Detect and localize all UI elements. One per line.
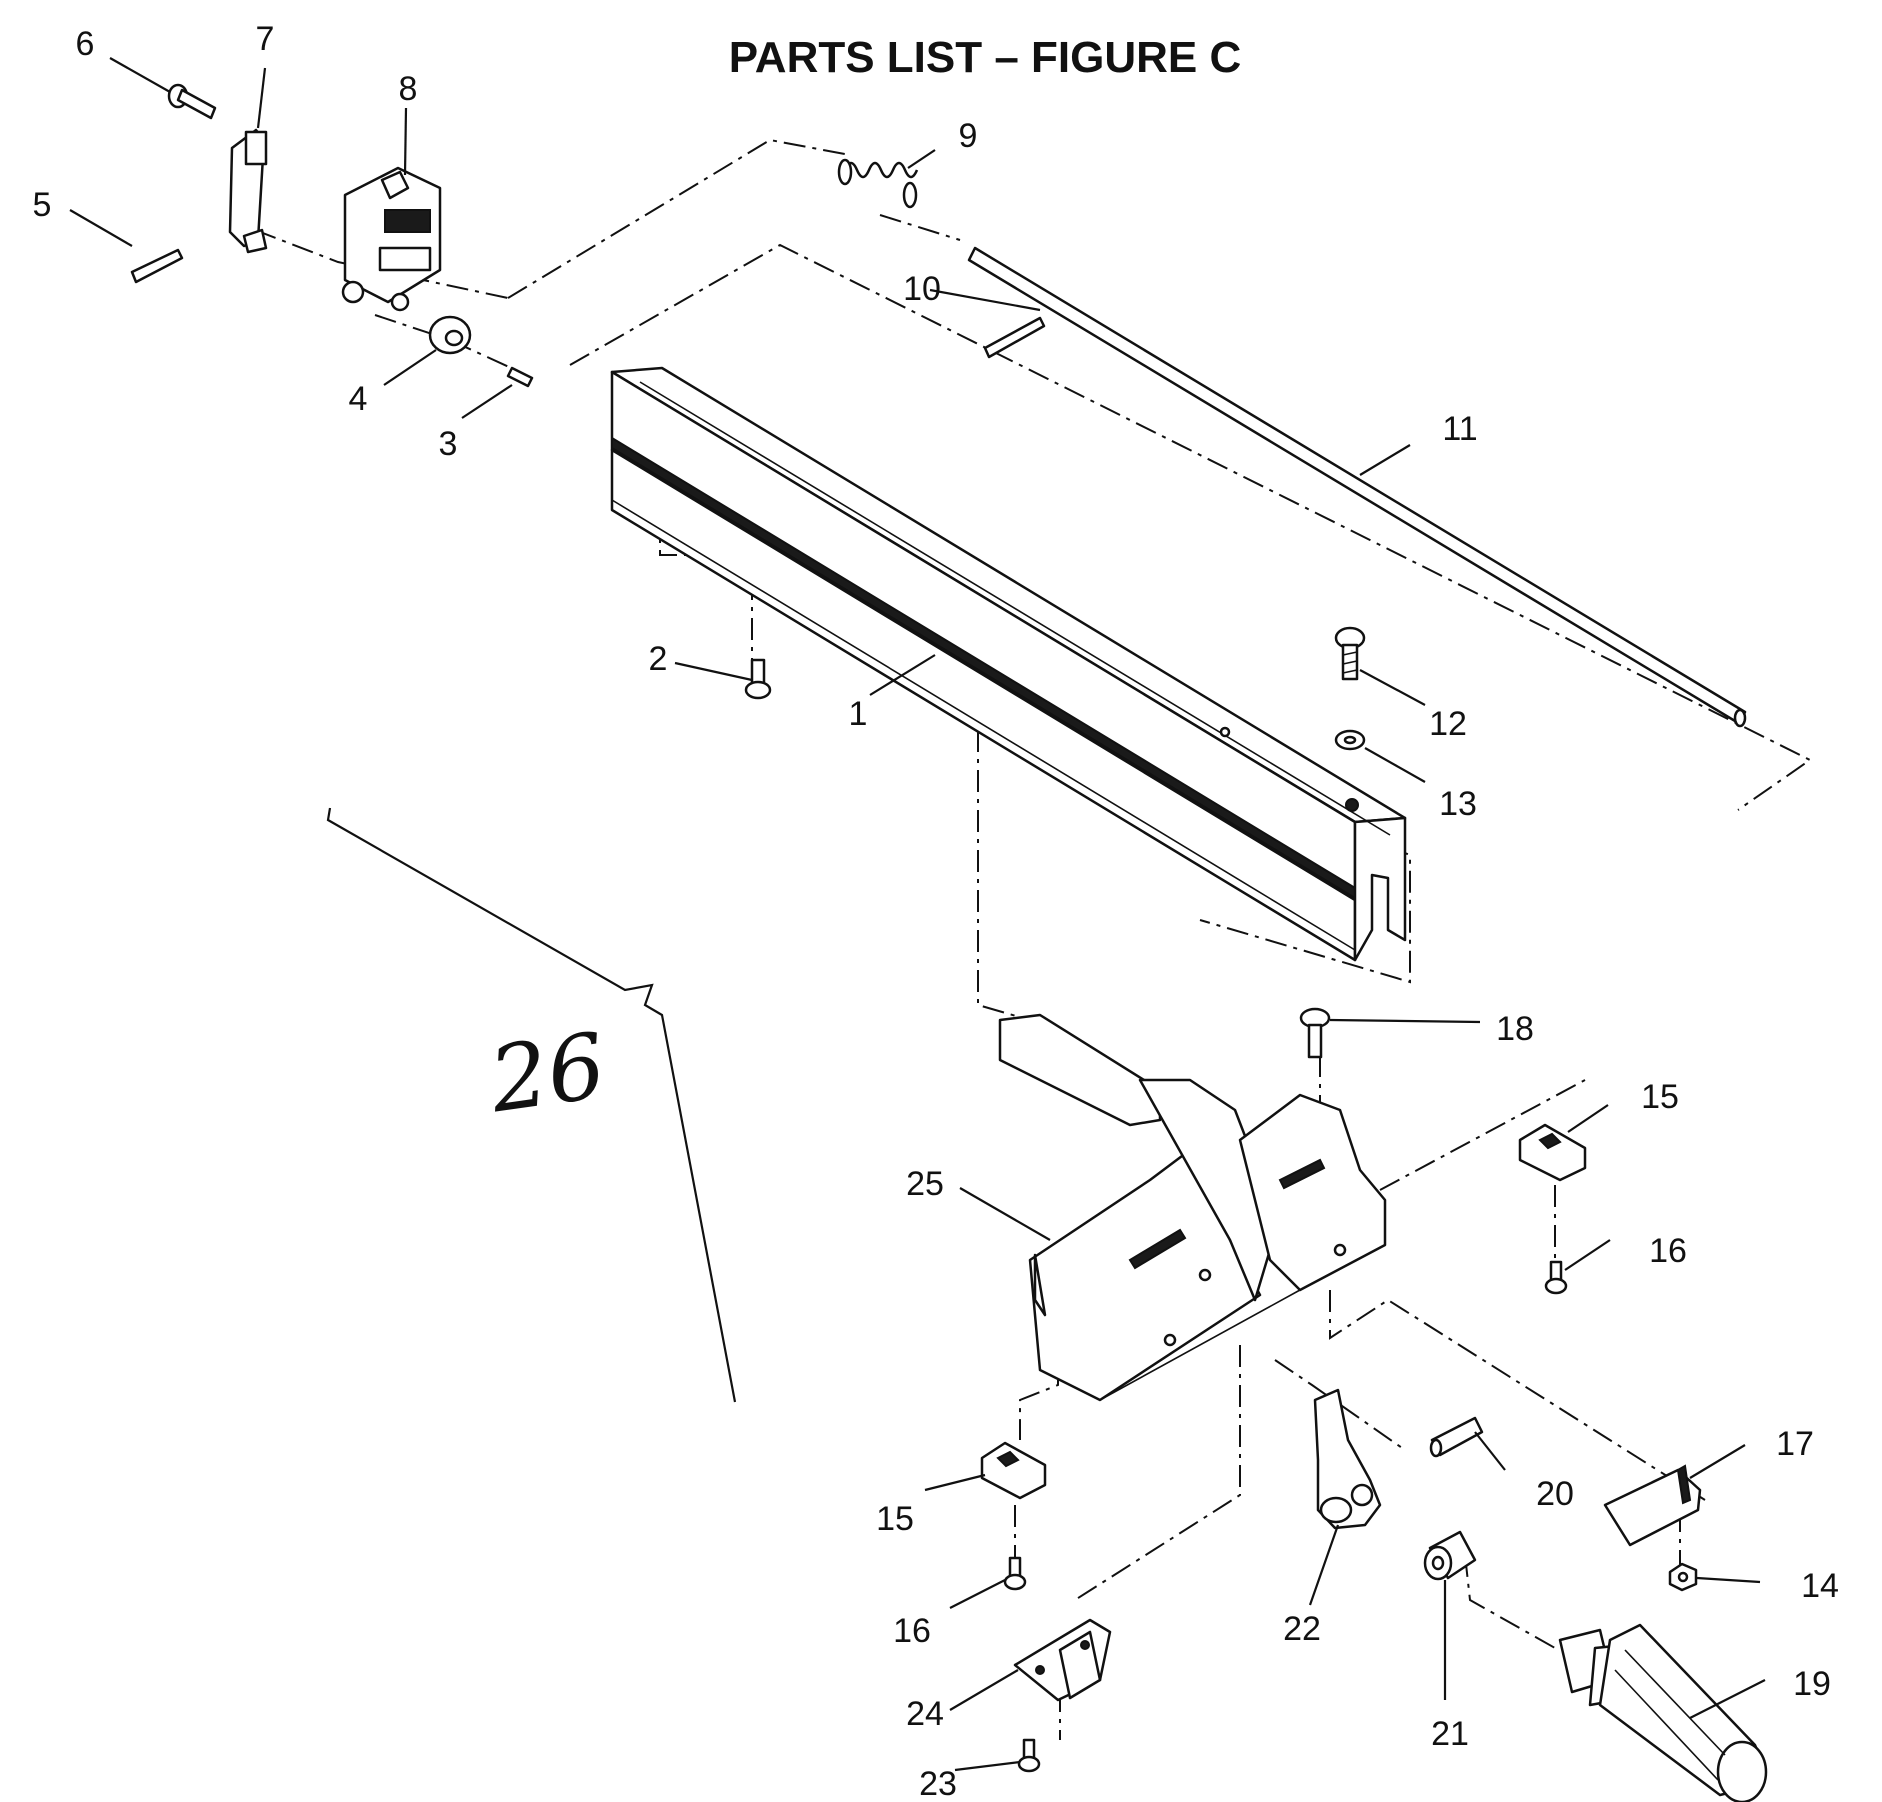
part-23-screw <box>1017 1738 1041 1773</box>
callout-16-left: 16 <box>893 1612 931 1650</box>
part-15-clip-right <box>1518 1123 1587 1182</box>
diagram-title: PARTS LIST – FIGURE C <box>729 33 1242 82</box>
part-10-pin <box>983 316 1046 359</box>
part-24-bracket <box>1013 1618 1112 1702</box>
callout-2: 2 <box>649 640 668 678</box>
part-13-washer <box>1334 729 1366 751</box>
part-5-pin <box>130 248 184 284</box>
part-14-nut <box>1668 1562 1698 1592</box>
part-9-spring <box>837 158 919 209</box>
callout-7: 7 <box>256 20 275 58</box>
callout-4: 4 <box>349 380 368 418</box>
handwritten-note: 26 <box>483 1013 612 1133</box>
callout-14: 14 <box>1801 1567 1839 1605</box>
callout-8: 8 <box>399 70 418 108</box>
callout-21: 21 <box>1431 1715 1469 1753</box>
callout-22: 22 <box>1283 1610 1321 1648</box>
part-25-fence-head <box>998 1013 1387 1402</box>
callout-24: 24 <box>906 1695 944 1733</box>
part-22-cam-lever <box>1313 1388 1382 1530</box>
part-17-plate <box>1603 1464 1702 1547</box>
callout-25: 25 <box>906 1165 944 1203</box>
callout-20: 20 <box>1536 1475 1574 1513</box>
part-19-handle <box>1558 1623 1768 1802</box>
callout-3: 3 <box>439 425 458 463</box>
callout-5: 5 <box>33 186 52 224</box>
part-2-screw <box>744 658 772 700</box>
part-18-screw <box>1299 1007 1331 1059</box>
callout-1: 1 <box>849 695 868 733</box>
callout-15-right: 15 <box>1641 1078 1679 1116</box>
leader-lines <box>69 57 1766 1772</box>
part-8-clamp-bracket <box>341 166 442 312</box>
part-20-pin <box>1429 1416 1484 1458</box>
callout-13: 13 <box>1439 785 1477 823</box>
callout-16-right: 16 <box>1649 1232 1687 1270</box>
callout-23: 23 <box>919 1765 957 1802</box>
part-1-fence-rail <box>610 366 1407 962</box>
callout-12: 12 <box>1429 705 1467 743</box>
handwritten-mark: 26 <box>326 807 737 1403</box>
part-4-roller <box>428 315 472 355</box>
callout-18: 18 <box>1496 1010 1534 1048</box>
part-16-screw-right <box>1544 1260 1568 1295</box>
assembly-lines <box>254 138 1812 1740</box>
callout-10: 10 <box>903 270 941 308</box>
part-15-clip-left <box>980 1441 1047 1500</box>
callout-6: 6 <box>76 25 95 63</box>
callout-numbers: 6 7 8 5 9 10 4 3 11 2 1 12 13 18 15 25 1… <box>33 20 1839 1802</box>
part-11-rod <box>967 246 1747 728</box>
callout-11: 11 <box>1442 410 1477 448</box>
callout-17: 17 <box>1776 1425 1814 1463</box>
part-21-bushing <box>1423 1530 1477 1581</box>
callout-19: 19 <box>1793 1665 1831 1703</box>
part-6-bolt <box>167 83 217 120</box>
callout-9: 9 <box>959 117 978 155</box>
part-3-pin <box>506 366 534 388</box>
part-7-lever <box>228 128 268 254</box>
part-16-screw-left <box>1003 1556 1027 1591</box>
callout-15-left: 15 <box>876 1500 914 1538</box>
part-12-screw <box>1334 626 1366 681</box>
